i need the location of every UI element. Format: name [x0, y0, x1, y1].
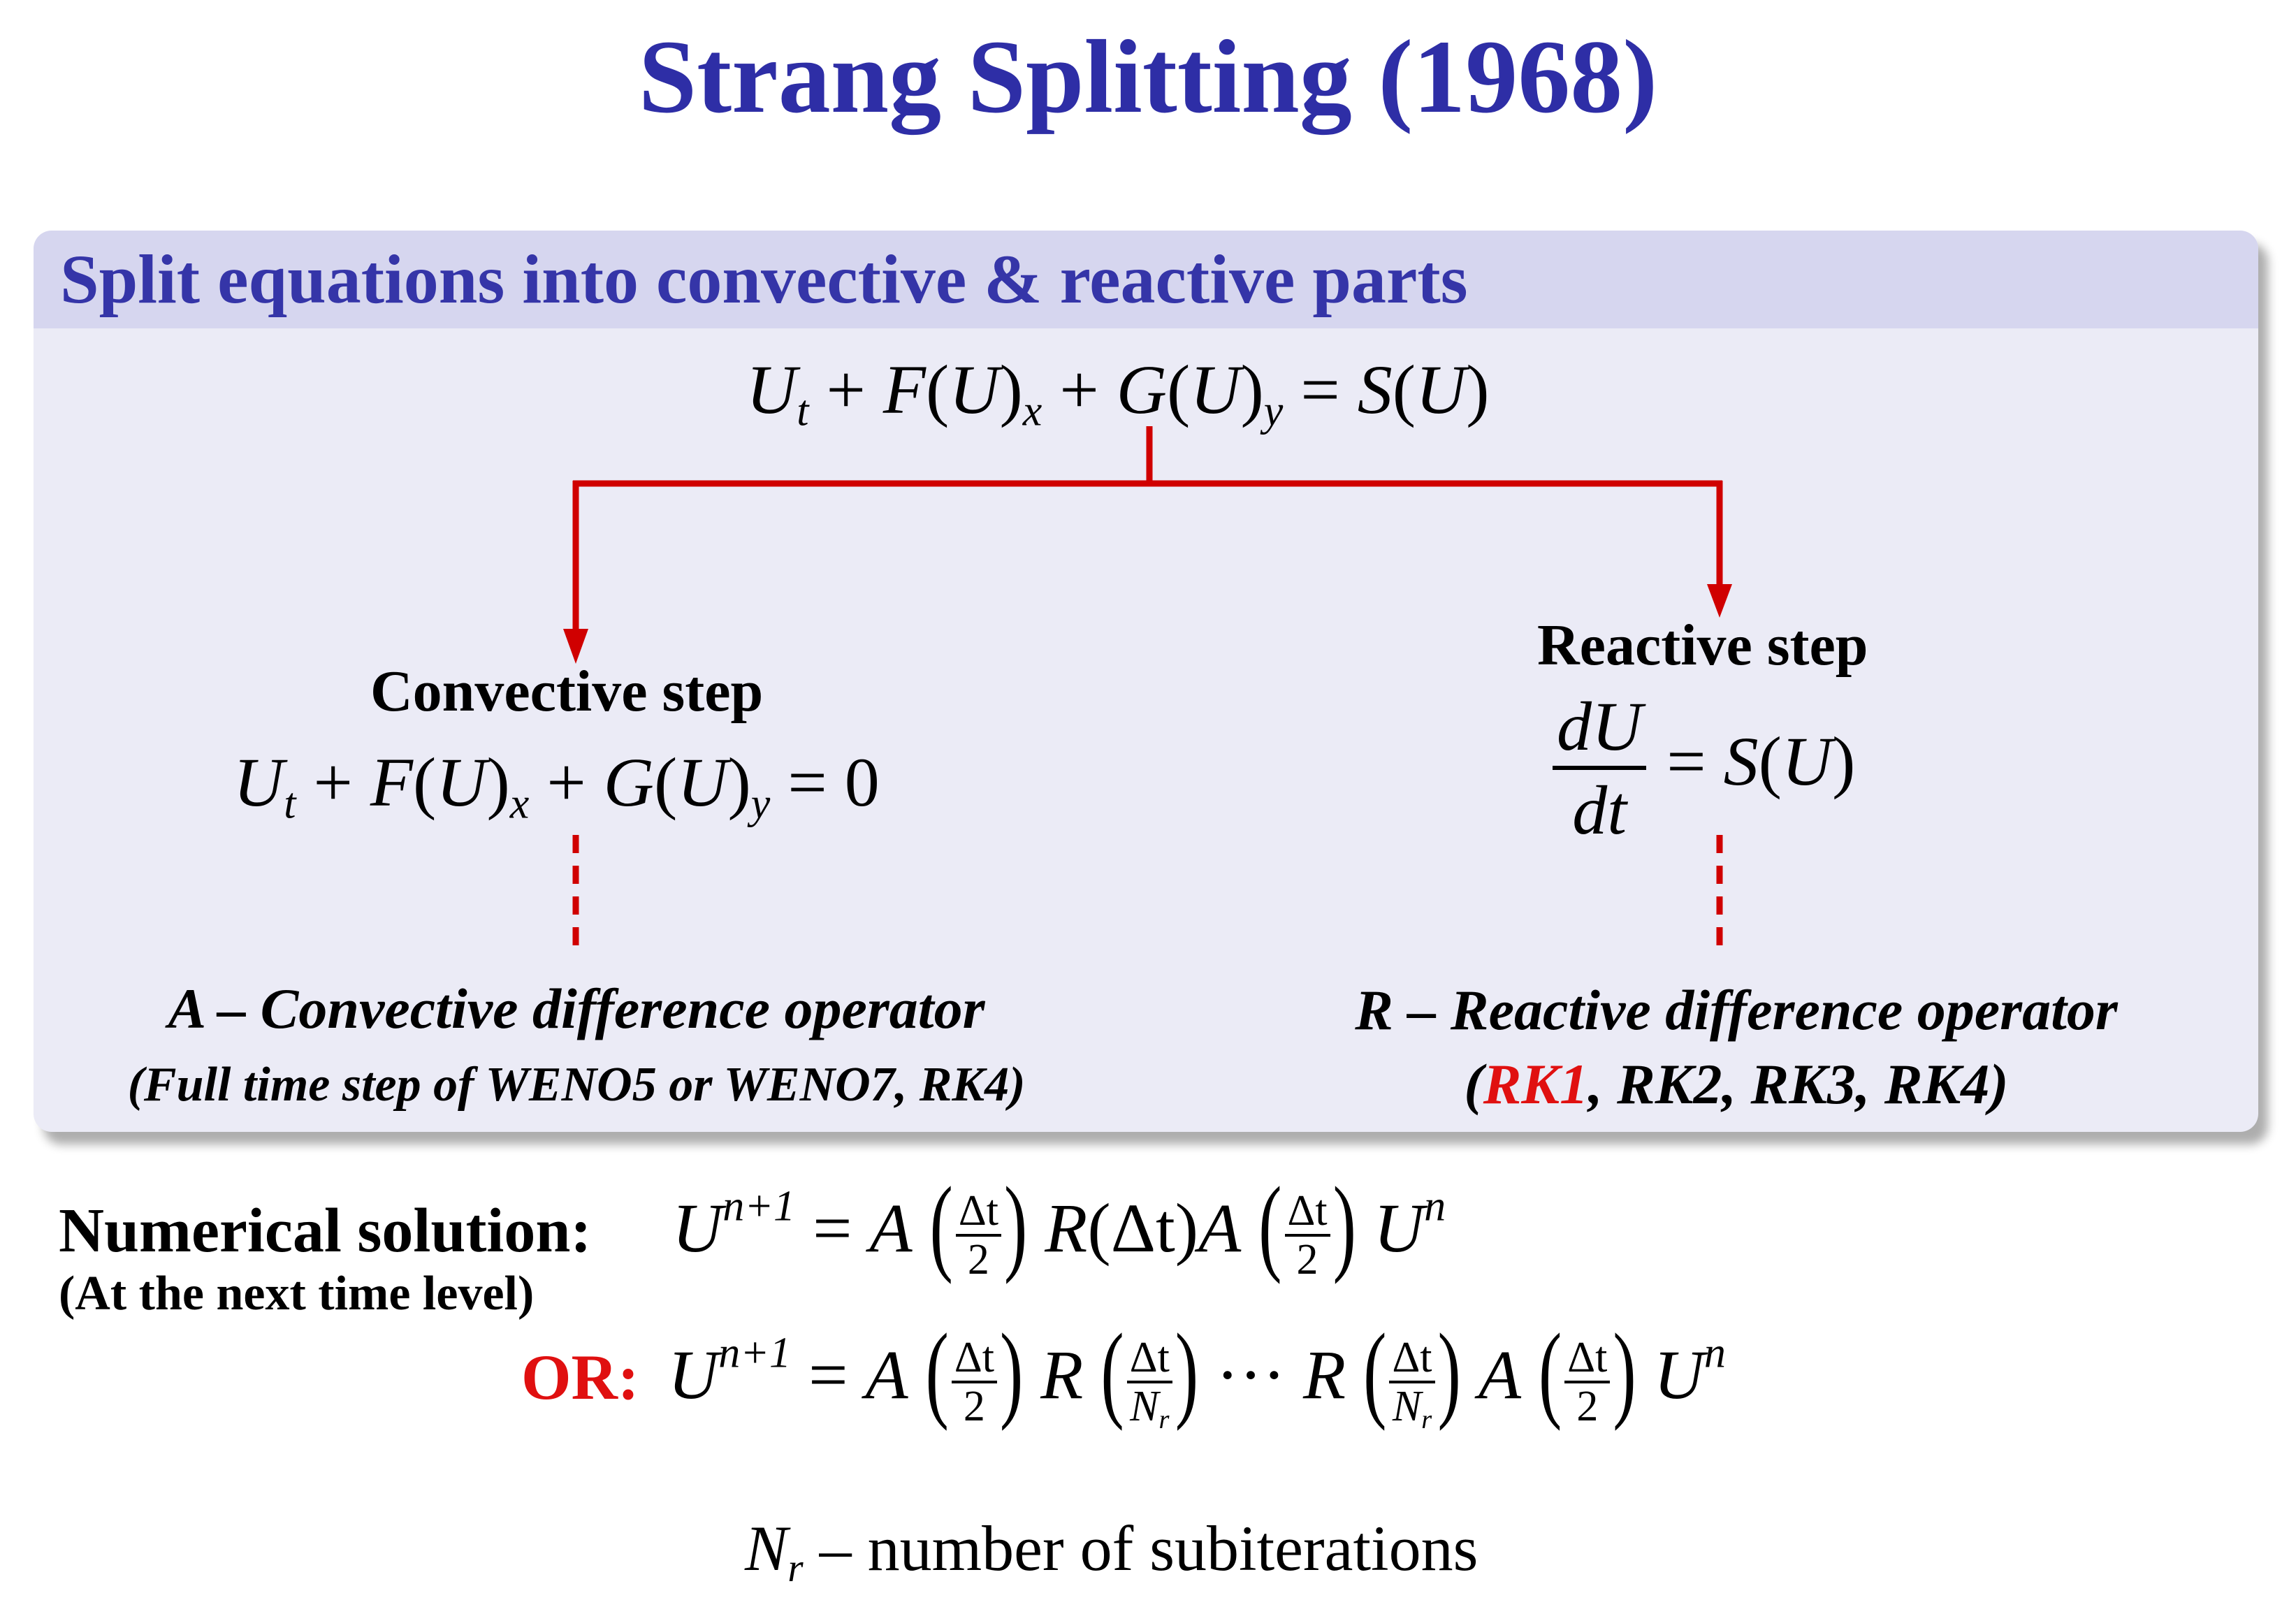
convective-operator-title: A – Convective difference operator: [168, 977, 985, 1040]
eq-f: F: [370, 743, 413, 821]
sol-n-plus-1: n+1: [722, 1182, 796, 1230]
frac-two: 2: [967, 1236, 989, 1284]
numerical-solution-label: Numerical solution:: [59, 1196, 592, 1265]
block-header: [34, 231, 2258, 328]
eq-u: U: [1416, 351, 1467, 428]
sol-dots: ···: [1216, 1335, 1286, 1413]
frac-dt: Δt: [1284, 1189, 1330, 1237]
frac-dt: Δt: [1564, 1336, 1611, 1383]
frac-dt: Δt: [955, 1189, 1001, 1237]
sol-n: n: [1703, 1329, 1726, 1377]
reactive-operator-methods: (RK1, RK2, RK3, RK4): [1251, 1049, 2222, 1119]
reactive-arrowhead-icon: [1707, 584, 1732, 618]
reactive-operator-title: R – Reactive difference operator: [1355, 978, 2118, 1042]
sol-n-plus-1: n+1: [718, 1329, 792, 1377]
frac-dt: Δt: [1389, 1336, 1435, 1383]
frac-two: 2: [1576, 1383, 1599, 1430]
sol-u: U: [672, 1188, 723, 1267]
eq-plus: +: [313, 743, 353, 821]
split-block: Split equations into convective & reacti…: [34, 231, 2258, 1132]
eq-y-sub: y: [750, 780, 771, 828]
nr-symbol-n: N: [745, 1513, 788, 1584]
eq-t-sub: t: [797, 387, 809, 435]
eq-equals: =: [787, 743, 827, 821]
eq-u: U: [949, 351, 1000, 428]
sol-u: U: [1373, 1188, 1425, 1267]
eq-plus: +: [1059, 351, 1099, 428]
frac-nr-r: r: [1158, 1404, 1170, 1434]
eq-f: F: [882, 351, 926, 428]
frac-dt: Δt: [1126, 1336, 1172, 1383]
du-dt-fraction: dU dt: [1553, 692, 1647, 845]
sol-a: A: [1198, 1188, 1242, 1267]
eq-x-sub: x: [509, 780, 530, 828]
sol-a: A: [865, 1335, 908, 1413]
eq-g: G: [603, 743, 654, 821]
block-heading: Split equations into convective & reacti…: [60, 240, 1468, 318]
sol-r: R: [1040, 1335, 1084, 1413]
subiterations-note: Nr – number of subiterations: [745, 1516, 1478, 1588]
rk1-highlight: RK1: [1483, 1052, 1589, 1116]
frac-nr-n: N: [1392, 1383, 1422, 1430]
eq-u: U: [677, 743, 728, 821]
eq-plus: +: [546, 743, 586, 821]
frac-two: 2: [963, 1383, 985, 1430]
eq-s: S: [1723, 722, 1759, 800]
next-time-level-note: (At the next time level): [59, 1267, 535, 1321]
eq-x-sub: x: [1022, 387, 1042, 435]
subiterations-text: – number of subiterations: [803, 1513, 1478, 1584]
convective-arrowhead-icon: [563, 629, 588, 664]
fraction-numerator: dU: [1557, 688, 1643, 765]
sol-a: A: [869, 1188, 913, 1267]
sol-full-dt: (Δt): [1087, 1188, 1199, 1267]
eq-u: U: [746, 351, 797, 428]
reactive-step-label: Reactive step: [1537, 613, 1868, 678]
eq-y-sub: y: [1263, 387, 1284, 435]
eq-g: G: [1116, 351, 1167, 428]
methods-open-paren: (: [1464, 1052, 1483, 1116]
convective-rhs: 0: [844, 743, 880, 821]
eq-s: S: [1357, 351, 1393, 428]
nr-symbol-r: r: [787, 1546, 804, 1590]
eq-equals: =: [1300, 351, 1340, 428]
sol-a: A: [1478, 1335, 1521, 1413]
eq-u: U: [1190, 351, 1241, 428]
eq-u: U: [436, 743, 487, 821]
slide-title: Strang Splitting (1968): [638, 19, 1658, 135]
eq-t-sub: t: [284, 780, 296, 828]
sol-n: n: [1424, 1182, 1446, 1230]
eq-equals: =: [1666, 722, 1706, 800]
sol-r: R: [1303, 1335, 1346, 1413]
methods-rest: , RK2, RK3, RK4): [1588, 1052, 2009, 1116]
convective-step-label: Convective step: [370, 659, 764, 724]
eq-u: U: [1781, 722, 1833, 800]
fraction-denominator: dt: [1572, 771, 1627, 849]
frac-nr-n: N: [1130, 1383, 1159, 1430]
sol-r: R: [1045, 1188, 1088, 1267]
convective-operator-detail: (Full time step of WENO5 or WENO7, RK4): [127, 1058, 1026, 1112]
main-equation: Ut + F(U)x + G(U)y = S(U): [746, 351, 1490, 435]
eq-u: U: [233, 743, 284, 821]
eq-plus: +: [826, 351, 866, 428]
frac-two: 2: [1296, 1236, 1318, 1284]
or-label: OR:: [521, 1341, 639, 1413]
frac-dt: Δt: [951, 1336, 997, 1383]
convective-equation: Ut + F(U)x + G(U)y = 0: [233, 743, 880, 828]
sol-u: U: [668, 1335, 719, 1413]
reactive-equation: dU dt = S(U): [1550, 692, 1855, 845]
sol-u: U: [1653, 1335, 1704, 1413]
frac-nr-r: r: [1421, 1404, 1432, 1434]
